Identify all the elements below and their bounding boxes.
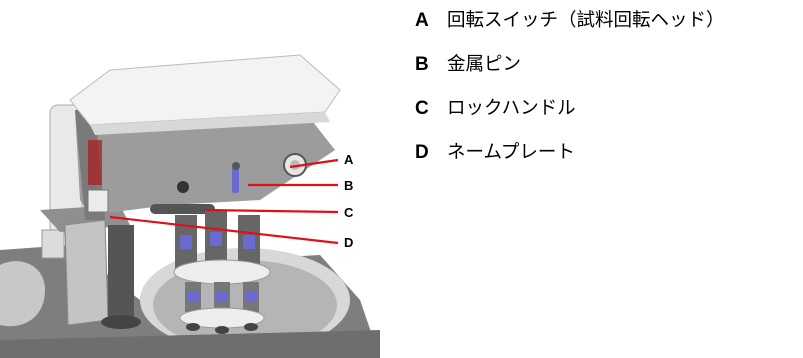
legend-letter: D bbox=[415, 142, 429, 163]
base-front bbox=[0, 330, 380, 358]
bracket-plate bbox=[64, 219, 109, 326]
head-top-edge bbox=[90, 112, 330, 135]
name-plate bbox=[87, 189, 109, 213]
legend-letter: C bbox=[415, 98, 429, 119]
lock-handle bbox=[150, 204, 215, 214]
legend-text: 回転スイッチ（試料回転ヘッド） bbox=[447, 10, 725, 31]
callout-line-d bbox=[109, 215, 339, 245]
side-panel-slot bbox=[88, 140, 102, 185]
legend-letter: B bbox=[415, 54, 429, 75]
callout-line-c bbox=[204, 208, 339, 214]
legend-item-d: D ネームプレート bbox=[415, 138, 800, 182]
legend-letter: A bbox=[415, 10, 429, 31]
shaft-bottom bbox=[101, 315, 141, 329]
legend-item-a: A 回転スイッチ（試料回転ヘッド） bbox=[415, 6, 800, 50]
legend-item-b: B 金属ピン bbox=[415, 50, 800, 94]
legend-item-c: C ロックハンドル bbox=[415, 94, 800, 138]
parts-legend: A 回転スイッチ（試料回転ヘッド） B 金属ピン C ロックハンドル D ネーム… bbox=[415, 6, 800, 182]
legend-text: ネームプレート bbox=[447, 142, 575, 163]
callout-label-a: A bbox=[344, 152, 354, 167]
legend-text: 金属ピン bbox=[447, 54, 522, 75]
legend-text: ロックハンドル bbox=[447, 98, 576, 119]
callout-label-c: C bbox=[344, 205, 354, 220]
metal-pin bbox=[232, 168, 239, 193]
callout-line-a bbox=[289, 158, 339, 169]
pillar-foot bbox=[41, 229, 65, 259]
drive-shaft bbox=[108, 225, 134, 320]
callout-label-d: D bbox=[344, 235, 354, 250]
sample-holder bbox=[173, 210, 271, 334]
base-left-bowl bbox=[0, 261, 45, 327]
callout-label-b: B bbox=[344, 178, 354, 193]
